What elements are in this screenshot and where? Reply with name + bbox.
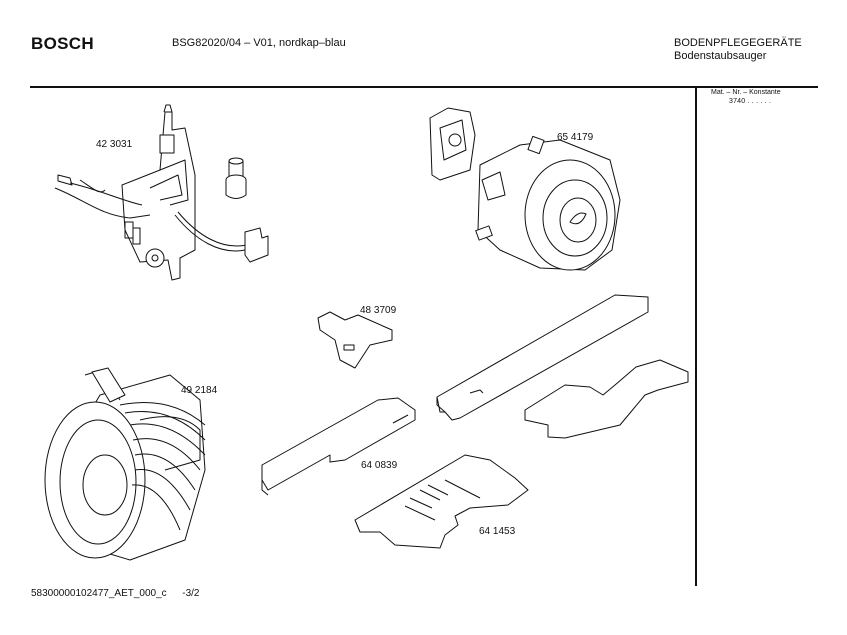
part-label-654179[interactable]: 65 4179 (557, 132, 594, 143)
part-drawing-640839[interactable] (261, 397, 416, 496)
part-label-640839[interactable]: 64 0839 (361, 460, 398, 471)
part-drawing-long-plate[interactable] (436, 294, 649, 421)
page-number: -3/2 (182, 588, 200, 599)
document-id: 58300000102477_AET_000_c (31, 588, 167, 599)
part-label-483709[interactable]: 48 3709 (360, 305, 397, 316)
part-drawing-641453[interactable] (354, 454, 529, 549)
part-drawing-423031[interactable] (54, 104, 269, 281)
part-drawing-654179[interactable] (429, 107, 621, 271)
part-drawing-492184[interactable] (44, 367, 206, 561)
material-number-value: 3740 . . . . . . (729, 98, 772, 105)
part-drawing-shaped-plate[interactable] (524, 359, 689, 439)
product-category: BODENPFLEGEGERÄTE (674, 37, 802, 49)
material-number-heading: Mat. – Nr. – Konstante (711, 89, 781, 96)
document-footer: 58300000102477_AET_000_c -3/2 (31, 588, 199, 599)
product-subcategory: Bodenstaubsauger (674, 50, 767, 62)
part-label-492184[interactable]: 49 2184 (181, 385, 218, 396)
part-drawing-483709[interactable] (317, 311, 393, 369)
header-divider (30, 86, 818, 88)
side-panel-divider (695, 87, 697, 586)
part-label-641453[interactable]: 64 1453 (479, 526, 516, 537)
model-designation: BSG82020/04 – V01, nordkap–blau (172, 37, 346, 49)
part-label-423031[interactable]: 42 3031 (96, 139, 133, 150)
brand-logo: BOSCH (31, 34, 94, 53)
